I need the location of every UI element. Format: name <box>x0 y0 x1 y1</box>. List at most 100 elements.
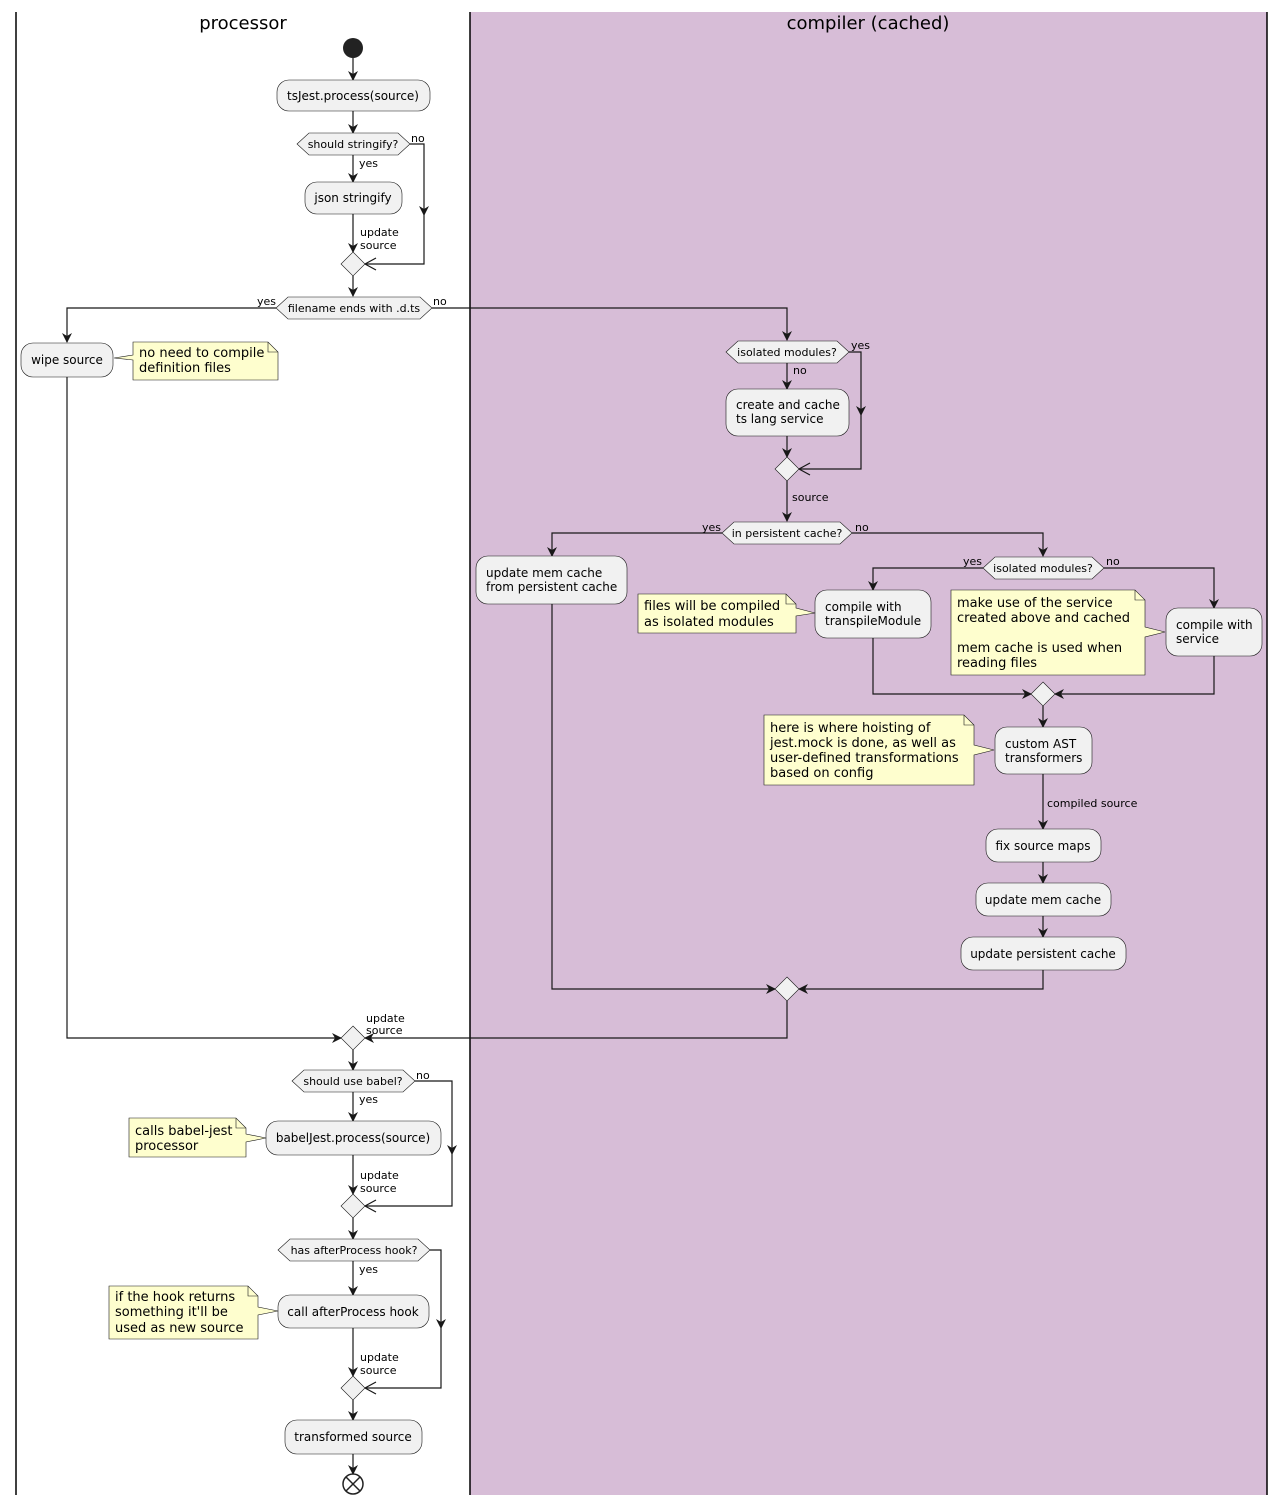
svg-text:transformers: transformers <box>1005 751 1082 765</box>
end-node <box>342 1473 364 1495</box>
svg-text:jest.mock is done, as well as: jest.mock is done, as well as <box>769 736 956 751</box>
svg-text:transpileModule: transpileModule <box>825 614 921 628</box>
activity-call-afterprocess-hook: call afterProcess hook <box>277 1294 430 1329</box>
svg-text:source: source <box>360 1182 397 1195</box>
activity-update-mem-cache: update mem cache <box>975 882 1112 917</box>
merge-isolated-1 <box>774 456 800 482</box>
svg-text:no: no <box>433 295 447 308</box>
decision-isolated-modules-2: isolated modules? <box>982 556 1105 580</box>
svg-text:calls babel-jest: calls babel-jest <box>135 1124 233 1139</box>
svg-text:reading files: reading files <box>957 656 1037 671</box>
svg-text:compile with: compile with <box>825 600 902 614</box>
activity-custom-ast-transformers: custom AST transformers <box>994 726 1093 775</box>
svg-text:created above and cached: created above and cached <box>957 611 1130 626</box>
svg-text:service: service <box>1176 632 1219 646</box>
svg-text:custom AST: custom AST <box>1005 737 1077 751</box>
svg-text:isolated modules?: isolated modules? <box>993 562 1093 575</box>
activity-compile-with-service: compile with service <box>1165 607 1263 657</box>
svg-text:babelJest.process(source): babelJest.process(source) <box>276 1131 430 1145</box>
decision-isolated-modules-1: isolated modules? <box>725 340 850 364</box>
note-definition-files: no need to compile definition files <box>113 341 279 381</box>
svg-text:yes: yes <box>359 1263 378 1276</box>
svg-text:isolated modules?: isolated modules? <box>737 346 837 359</box>
svg-text:call afterProcess hook: call afterProcess hook <box>287 1305 418 1319</box>
svg-text:processor: processor <box>135 1139 199 1154</box>
svg-text:create and cache: create and cache <box>736 398 840 412</box>
svg-text:yes: yes <box>257 295 276 308</box>
processor-lane-title: processor <box>199 13 287 34</box>
svg-text:files will be compiled: files will be compiled <box>644 599 780 614</box>
svg-text:something it'll be: something it'll be <box>115 1305 228 1320</box>
activity-babeljest-process: babelJest.process(source) <box>265 1120 442 1156</box>
svg-text:yes: yes <box>851 339 870 352</box>
svg-text:source: source <box>366 1024 403 1037</box>
note-hook-returns: if the hook returns something it'll be u… <box>108 1285 279 1340</box>
svg-text:source: source <box>360 1364 397 1377</box>
merge-babel <box>340 1193 366 1219</box>
svg-text:no: no <box>793 364 807 377</box>
decision-should-stringify: should stringify? <box>296 132 411 156</box>
svg-text:source: source <box>360 239 397 252</box>
note-service-usage: make use of the service created above an… <box>950 589 1166 676</box>
activity-tsjest-process: tsJest.process(source) <box>276 79 431 112</box>
svg-text:in persistent cache?: in persistent cache? <box>732 527 843 540</box>
svg-text:update: update <box>366 1012 405 1025</box>
svg-text:make use of the service: make use of the service <box>957 596 1113 611</box>
svg-text:user-defined transformations: user-defined transformations <box>770 751 959 766</box>
svg-text:ts lang service: ts lang service <box>736 412 823 426</box>
activity-wipe-source: wipe source <box>20 342 114 378</box>
svg-text:fix source maps: fix source maps <box>995 839 1090 853</box>
svg-text:yes: yes <box>702 521 721 534</box>
svg-text:as isolated modules: as isolated modules <box>644 615 774 630</box>
svg-text:if the hook returns: if the hook returns <box>115 1290 235 1305</box>
svg-text:update mem cache: update mem cache <box>486 566 602 580</box>
svg-text:definition files: definition files <box>139 361 231 376</box>
activity-compile-transpile-module: compile with transpileModule <box>814 589 932 639</box>
svg-text:json stringify: json stringify <box>313 191 391 205</box>
note-babel-jest: calls babel-jest processor <box>128 1117 267 1158</box>
svg-text:update: update <box>360 1169 399 1182</box>
activity-transformed-source: transformed source <box>284 1419 423 1455</box>
svg-text:yes: yes <box>359 157 378 170</box>
svg-text:no: no <box>855 521 869 534</box>
svg-text:no need to compile: no need to compile <box>139 346 264 361</box>
svg-text:has afterProcess hook?: has afterProcess hook? <box>291 1244 418 1257</box>
svg-text:tsJest.process(source): tsJest.process(source) <box>287 89 419 103</box>
merge-isolated-2 <box>1030 681 1056 707</box>
note-hoisting: here is where hoisting of jest.mock is d… <box>763 714 995 786</box>
decision-filename-dts: filename ends with .d.ts <box>275 296 433 320</box>
compiler-lane-title: compiler (cached) <box>787 13 950 34</box>
merge-stringify <box>340 251 366 277</box>
svg-text:update persistent cache: update persistent cache <box>970 947 1116 961</box>
start-node <box>343 38 363 58</box>
svg-text:yes: yes <box>963 555 982 568</box>
svg-text:here is where hoisting of: here is where hoisting of <box>770 721 931 736</box>
decision-should-use-babel: should use babel? <box>291 1069 416 1093</box>
svg-text:update mem cache: update mem cache <box>985 893 1101 907</box>
activity-fix-source-maps: fix source maps <box>985 828 1102 863</box>
edge-labels: no yes update source yes no yes no sourc… <box>257 132 1138 1377</box>
activity-json-stringify: json stringify <box>304 181 403 215</box>
merge-afterprocess <box>340 1375 366 1401</box>
decision-has-afterprocess: has afterProcess hook? <box>277 1238 431 1262</box>
svg-text:transformed source: transformed source <box>294 1430 412 1444</box>
svg-text:filename ends with .d.ts: filename ends with .d.ts <box>288 302 421 315</box>
svg-text:update: update <box>360 1351 399 1364</box>
svg-text:no: no <box>411 132 425 145</box>
svg-text:should stringify?: should stringify? <box>308 138 399 151</box>
svg-text:yes: yes <box>359 1093 378 1106</box>
svg-text:no: no <box>416 1069 430 1082</box>
svg-text:should use babel?: should use babel? <box>303 1075 402 1088</box>
svg-text:used as new source: used as new source <box>115 1321 243 1336</box>
svg-text:no: no <box>1106 555 1120 568</box>
merge-persistent-cache <box>774 976 800 1002</box>
svg-text:mem cache is used when: mem cache is used when <box>957 641 1122 656</box>
activity-update-mem-from-persistent: update mem cache from persistent cache <box>475 555 628 605</box>
activity-create-ts-service: create and cache ts lang service <box>725 388 850 437</box>
activity-update-persistent-cache: update persistent cache <box>960 936 1127 971</box>
note-isolated-compile: files will be compiled as isolated modul… <box>637 593 816 634</box>
svg-text:based on config: based on config <box>770 766 873 781</box>
svg-text:source: source <box>792 491 829 504</box>
svg-text:update: update <box>360 226 399 239</box>
